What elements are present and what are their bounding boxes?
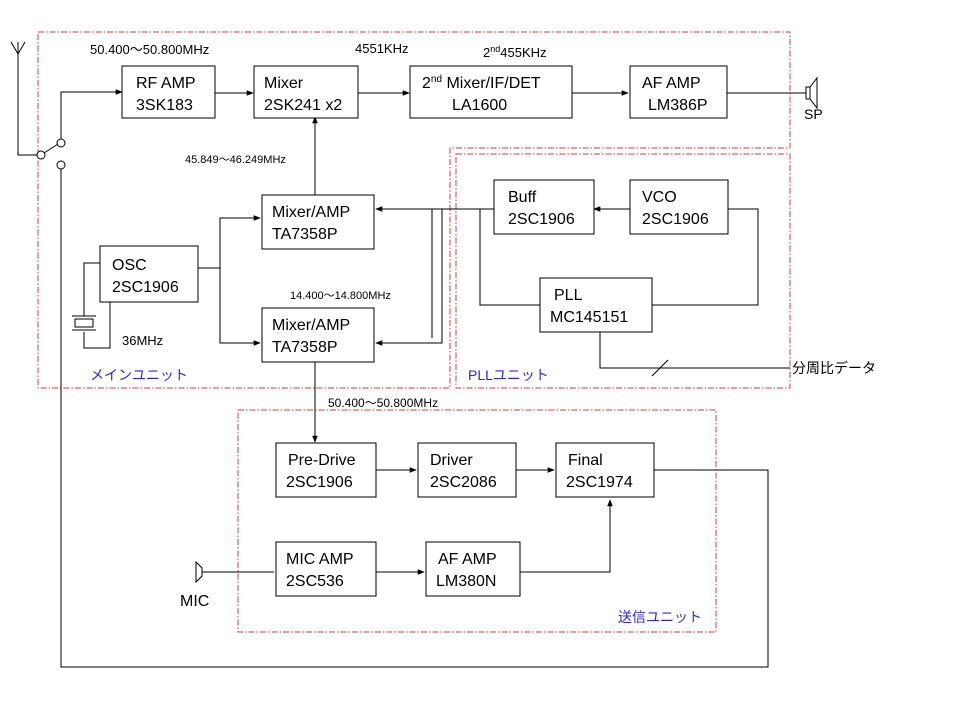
first-if-label: 4551KHz [355,41,408,56]
final-block: Final 2SC1974 [555,442,655,498]
tx-unit-boundary [237,409,717,633]
af-amp-rx-block: AF AMP LM386P [629,65,728,119]
rf-amp-block: RF AMP 3SK183 [121,65,216,119]
vco-block: VCO 2SC1906 [629,179,729,235]
lo-frequency-label: 45.849～46.249MHz [185,154,286,166]
buff-block: Buff 2SC1906 [493,179,595,235]
svg-text:PLL: PLL [554,287,583,304]
rx-frequency-label: 50.400～50.800MHz [90,42,209,57]
second-if-label: 2nd455KHz [483,44,547,60]
tx-wiring [60,169,769,668]
svg-text:Final: Final [568,452,603,469]
svg-text:2SC536: 2SC536 [286,573,344,590]
second-mixer-block: 2nd Mixer/IF/DET LA1600 [409,65,573,119]
pll-block: PLL MC145151 [539,277,653,333]
mixer-block: Mixer 2SK241 x2 [253,65,359,119]
svg-text:3SK183: 3SK183 [136,97,193,114]
svg-text:Driver: Driver [430,452,473,469]
af-amp-tx-block: AF AMP LM380N [425,541,521,597]
svg-text:LM380N: LM380N [436,573,496,590]
pll-wiring [442,206,790,377]
svg-text:2SK241 x2: 2SK241 x2 [264,97,342,114]
crystal-frequency-label: 36MHz [122,333,163,348]
svg-text:2SC2086: 2SC2086 [430,474,497,491]
second-osc-frequency-label: 14.400～14.800MHz [290,290,391,302]
rx-wiring [60,89,806,195]
svg-text:Buff: Buff [508,189,537,206]
svg-text:Pre-Drive: Pre-Drive [288,452,356,469]
svg-text:AF AMP: AF AMP [438,551,497,568]
microphone-icon [195,560,203,584]
divider-data-label: 分周比データ [792,360,876,376]
svg-text:Mixer/AMP: Mixer/AMP [272,317,350,334]
speaker-label: SP [804,106,823,122]
osc-block: OSC 2SC1906 [99,245,199,303]
mic-label: MIC [180,593,209,610]
svg-text:TA7358P: TA7358P [272,226,338,243]
svg-text:2SC1906: 2SC1906 [112,279,179,296]
tr-switch-icon [36,138,66,170]
crystal-icon [72,315,96,331]
svg-text:LM386P: LM386P [648,97,708,114]
svg-text:2SC1974: 2SC1974 [566,474,633,491]
pll-unit-boundary [455,153,791,389]
svg-text:LA1600: LA1600 [452,97,507,114]
antenna-icon [10,41,38,156]
driver-block: Driver 2SC2086 [417,442,517,498]
svg-text:AF AMP: AF AMP [642,75,701,92]
mixer-amp-2-block: Mixer/AMP TA7358P [261,307,375,363]
svg-text:RF AMP: RF AMP [136,75,196,92]
svg-text:2SC1906: 2SC1906 [642,211,709,228]
svg-text:2nd Mixer/IF/DET: 2nd Mixer/IF/DET [422,74,541,92]
svg-text:MIC AMP: MIC AMP [286,551,354,568]
svg-text:VCO: VCO [642,189,677,206]
tx-unit-label: 送信ユニット [618,609,702,625]
mixer-amp-1-block: Mixer/AMP TA7358P [261,194,375,250]
svg-text:Mixer: Mixer [264,75,304,92]
mic-amp-block: MIC AMP 2SC536 [275,541,377,597]
svg-text:2SC1906: 2SC1906 [286,474,353,491]
svg-text:OSC: OSC [112,257,147,274]
main-unit-label: メインユニット [90,367,188,383]
svg-text:Mixer/AMP: Mixer/AMP [272,204,350,221]
tx-frequency-label: 50.400～50.800MHz [328,396,438,410]
svg-text:MC145151: MC145151 [550,309,628,326]
svg-text:TA7358P: TA7358P [272,339,338,356]
lo-wiring [83,206,443,349]
speaker-icon [805,76,818,110]
pre-drive-block: Pre-Drive 2SC1906 [275,442,377,498]
pll-unit-label: PLLユニット [468,367,549,383]
main-unit-boundary [37,31,791,389]
svg-text:2SC1906: 2SC1906 [508,211,575,228]
